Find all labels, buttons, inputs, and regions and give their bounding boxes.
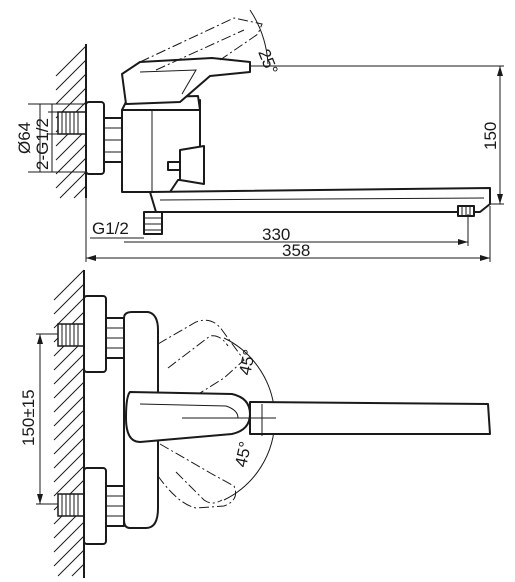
outlet-thread-label: G1/2: [92, 219, 129, 238]
height-dimension: [250, 65, 504, 205]
side-elevation-view: 25° Ø64 2-G1/2: [15, 9, 504, 262]
diameter-label: Ø64: [15, 122, 34, 154]
inlet-thread-label: 2-G1/2: [33, 118, 52, 170]
spout-length-label: 330: [262, 225, 290, 244]
plan-view: 45° 45° 150±15: [19, 269, 491, 578]
handle-swing-upper: [157, 319, 245, 409]
angle-upper-label: 45°: [235, 348, 259, 377]
handle-lever: [121, 57, 251, 105]
center-distance-label: 150±15: [19, 389, 38, 446]
handle-raised-outline: [139, 17, 263, 63]
inlet-thread-top: [57, 111, 87, 135]
upper-inlet: [57, 295, 125, 373]
inlet-dimension: [28, 103, 86, 173]
spout-front: [249, 401, 491, 435]
handle-front: [125, 391, 251, 443]
handle-swing-lower: [157, 443, 237, 509]
length-dimensions: [85, 198, 491, 262]
height-label: 150: [481, 122, 500, 150]
diverter-knob: [167, 145, 205, 185]
spout: [149, 187, 491, 213]
handle-angle-label: 25°: [254, 46, 281, 77]
center-distance-dimension: [36, 333, 58, 505]
overall-length-label: 358: [282, 241, 310, 260]
angle-arc-top: [249, 9, 269, 65]
escutcheon-flange: [85, 101, 105, 175]
lower-inlet: [57, 467, 125, 545]
wall-hatch-bottom: [53, 269, 85, 578]
angle-lower-label: 45°: [231, 440, 255, 469]
outlet-thread: [143, 211, 163, 235]
